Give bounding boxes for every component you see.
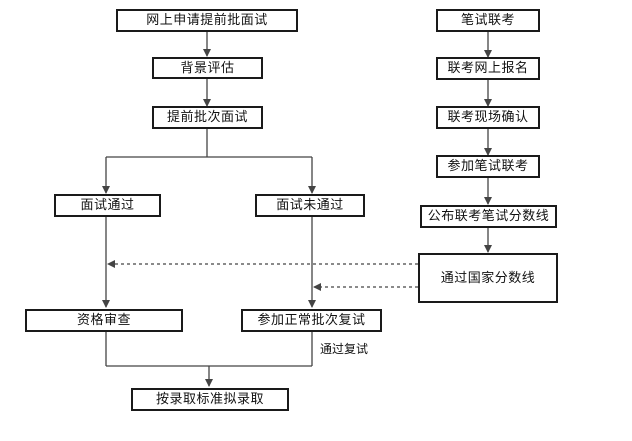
box-background-assessment: 背景评估	[152, 57, 263, 79]
box-publish-cutoff: 公布联考笔试分数线	[420, 205, 557, 228]
box-early-batch-interview: 提前批次面试	[152, 106, 263, 129]
box-online-registration: 联考网上报名	[436, 57, 540, 80]
box-interview-not-passed: 面试未通过	[255, 194, 365, 217]
box-online-application: 网上申请提前批面试	[116, 9, 298, 32]
box-final-admission: 按录取标准拟录取	[131, 388, 289, 411]
box-onsite-confirmation: 联考现场确认	[436, 106, 540, 129]
box-interview-passed: 面试通过	[54, 194, 161, 217]
box-written-exam: 笔试联考	[436, 9, 540, 32]
box-pass-national-cutoff: 通过国家分数线	[418, 253, 558, 303]
label-retest-passed: 通过复试	[320, 342, 369, 356]
box-regular-batch-retest: 参加正常批次复试	[241, 309, 382, 332]
box-take-written-exam: 参加笔试联考	[436, 155, 540, 178]
box-qualification-review: 资格审查	[25, 309, 183, 332]
